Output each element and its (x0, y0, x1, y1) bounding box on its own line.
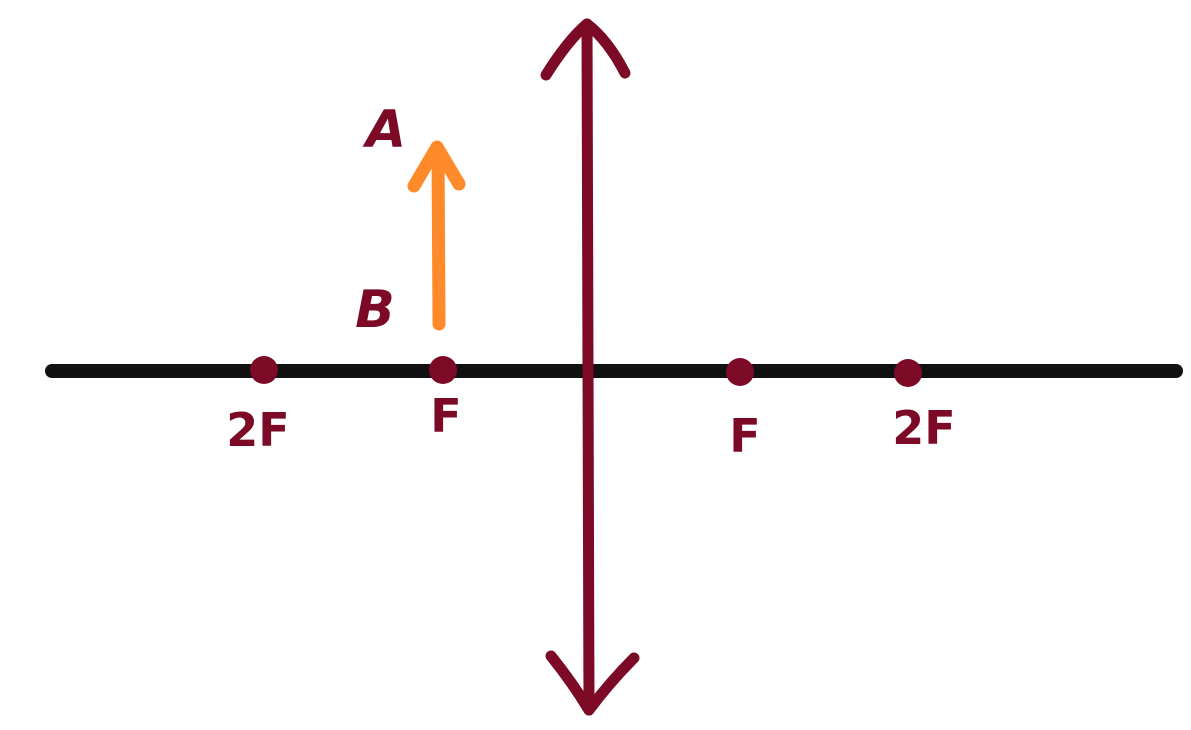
label-left-f: F (430, 389, 461, 443)
object-arrow-shaft (431, 143, 446, 331)
lens-top-arrowhead-icon (540, 18, 631, 81)
focal-point-right-2f (894, 359, 922, 387)
label-right-2f: 2F (892, 401, 955, 455)
object-arrow (407, 140, 466, 331)
lens-bottom-arrowhead-icon (545, 650, 640, 716)
lens-body (581, 18, 595, 716)
label-point-a: A (362, 100, 406, 160)
label-point-b: B (355, 280, 395, 340)
focal-point-right-f (726, 358, 754, 386)
focal-point-left-2f (250, 356, 278, 384)
focal-point-left-f (429, 356, 457, 384)
object-arrowhead-icon (407, 140, 466, 193)
convex-lens (540, 18, 640, 716)
label-left-2f: 2F (226, 403, 289, 457)
label-right-f: F (729, 409, 760, 463)
